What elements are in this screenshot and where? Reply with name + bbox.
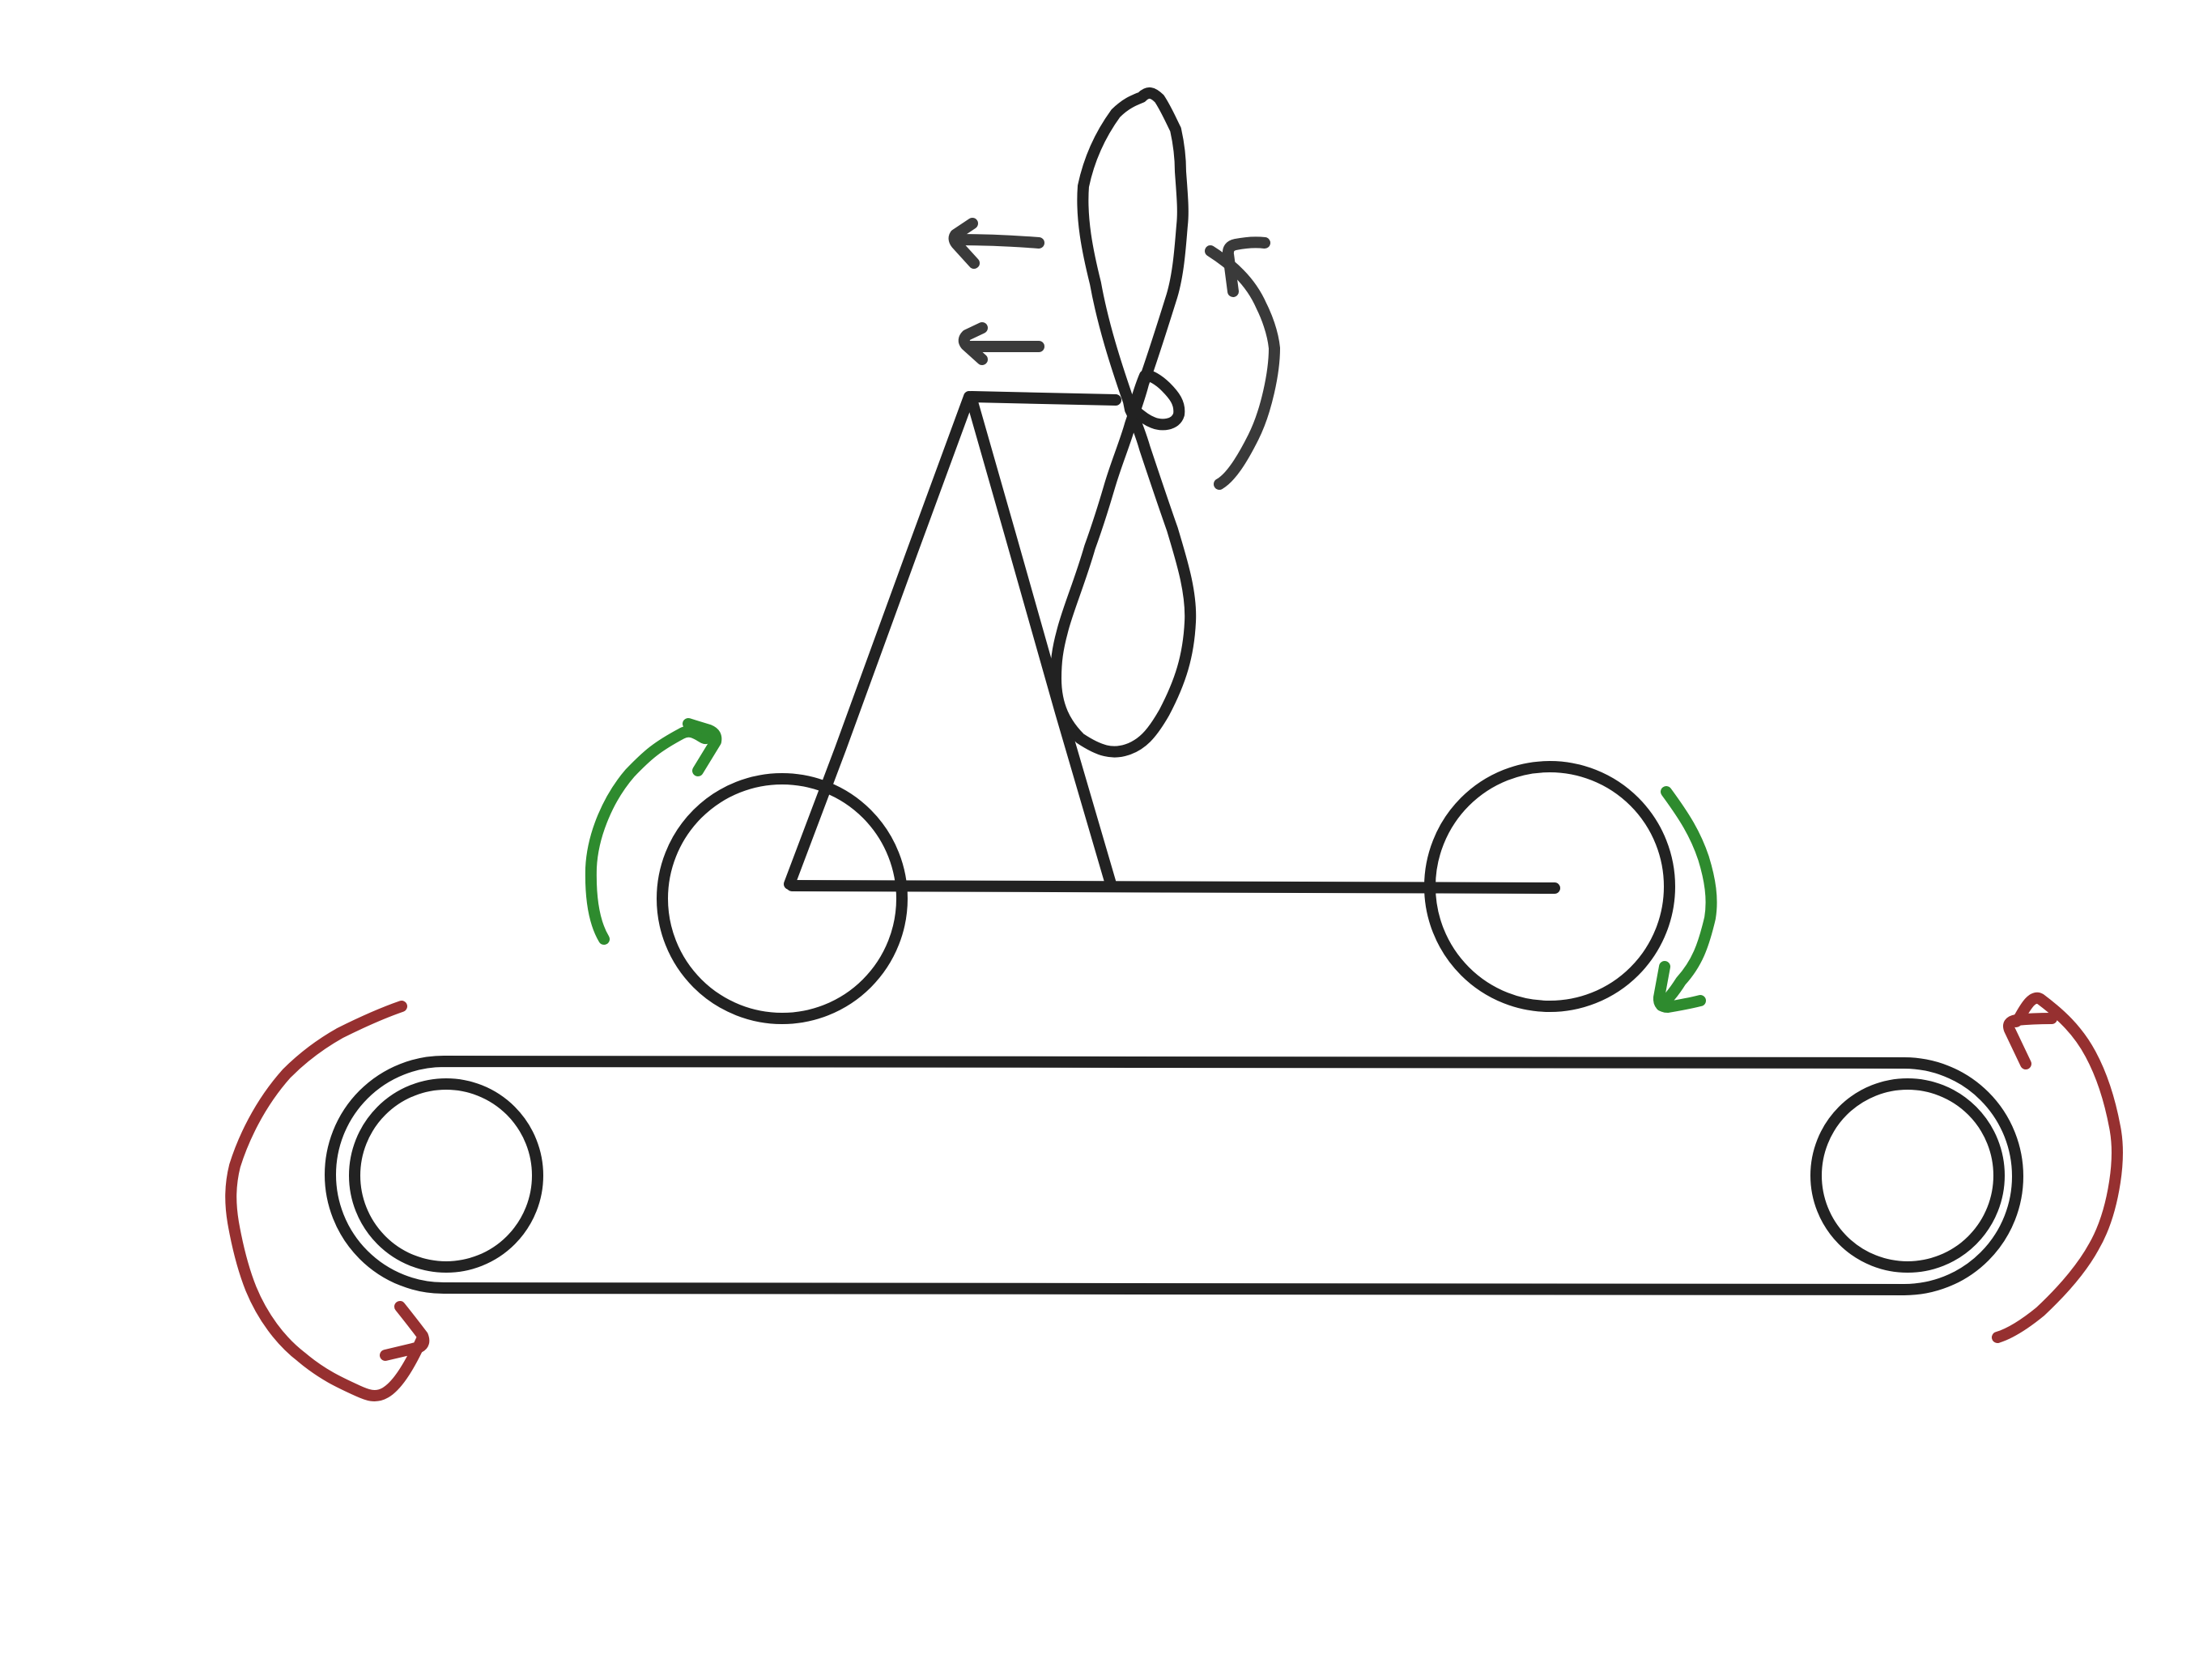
frame (784, 391, 1117, 890)
air-flow-upper-arrow (948, 218, 1044, 269)
front-wheel (657, 773, 908, 1024)
propeller-rotation-arrow (1205, 236, 1280, 490)
rear-wheel (1424, 761, 1675, 1012)
left-wheel-rotation-arrow (585, 718, 722, 945)
left-belt-rotation-arrow (225, 1001, 430, 1401)
left-roller (349, 1078, 543, 1273)
right-belt-rotation-arrow (1992, 993, 2123, 1343)
treadmill-belt (325, 1056, 2023, 1295)
air-flow-lower-arrow (958, 322, 1044, 365)
right-wheel-rotation-arrow (1653, 786, 1717, 1013)
propeller (966, 87, 1197, 758)
right-roller (1810, 1078, 2005, 1273)
